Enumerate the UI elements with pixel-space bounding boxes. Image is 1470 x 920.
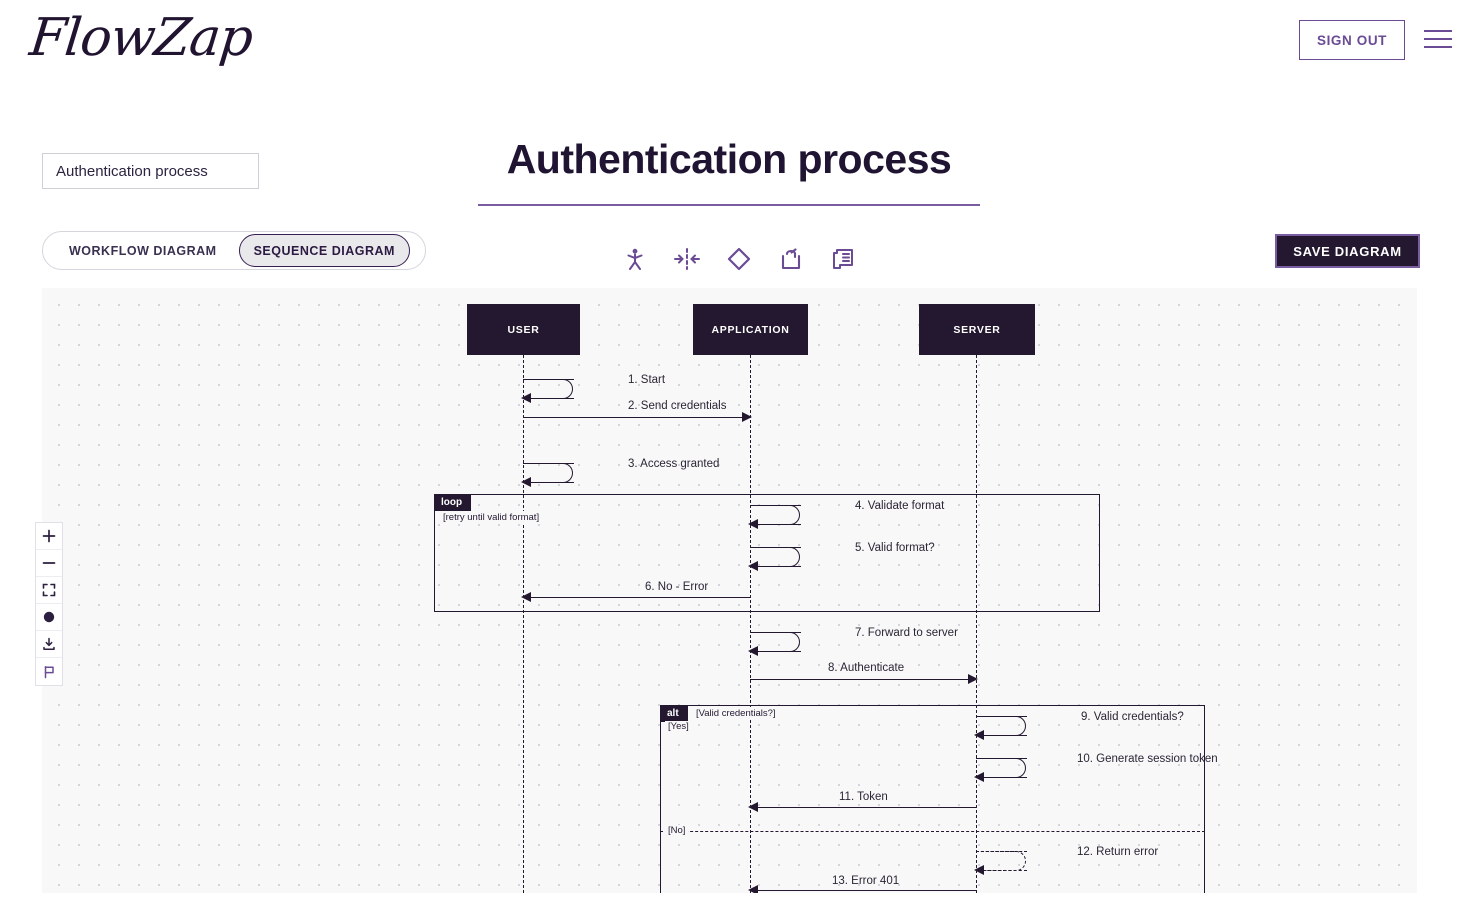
message-9-return [982,735,1027,736]
diagram-type-toggle[interactable]: WORKFLOW DIAGRAM SEQUENCE DIAGRAM [42,231,426,270]
fragment-loop[interactable]: loop [434,494,1100,612]
fragment-alt-condition: [Valid credentials?] [692,707,780,720]
participant-label-application: APPLICATION [711,323,790,336]
export-icon[interactable] [776,244,806,274]
message-10-return [982,777,1027,778]
message-3-arrowhead [521,477,531,487]
message-8-arrowhead [968,674,978,684]
hamburger-menu-icon[interactable] [1424,26,1452,52]
zoom-in-button[interactable] [36,523,62,550]
message-11-arrowhead [748,802,758,812]
fragment-alt-guard-yes: [Yes] [665,721,692,732]
message-2-line [523,417,746,418]
message-7-arrowhead [748,646,758,656]
message-13-line [756,890,976,891]
message-11-label: 11. Token [839,791,888,803]
collapse-horizontal-icon[interactable] [672,244,702,274]
hamburger-bar [1424,29,1452,32]
message-9-arrowhead [974,730,984,740]
dot-button[interactable] [36,604,62,631]
participant-box-user[interactable]: USER [467,304,580,355]
message-2-arrowhead [742,412,752,422]
participant-label-server: SERVER [953,323,1001,336]
app-logo: FlowZap [26,8,256,68]
message-7-return [756,651,801,652]
download-button[interactable] [36,631,62,658]
flag-button[interactable] [36,658,62,685]
app-header: FlowZap SIGN OUT [0,0,1470,95]
hamburger-bar [1424,37,1452,41]
message-10-arrowhead [974,772,984,782]
message-1-arrowhead [521,393,531,403]
message-5-return [756,566,801,567]
lifeline-user [523,355,524,893]
fragment-alt-guard-no: [No] [665,825,689,836]
message-4-arrowhead [748,519,758,529]
participant-label-user: USER [507,323,540,336]
message-2-label: 2. Send credentials [628,400,727,412]
lifeline-server [976,355,977,893]
fragment-alt[interactable]: alt [660,705,1205,893]
message-8-line [750,679,972,680]
zoom-out-button[interactable] [36,550,62,577]
message-5-arrowhead [748,561,758,571]
message-4-return [756,524,801,525]
message-12-arrowhead [974,865,984,875]
fragment-alt-divider [660,831,1205,832]
message-6-arrowhead [521,592,531,602]
lifeline-application [750,355,751,893]
message-11-line [756,807,976,808]
message-8-label: 8. Authenticate [828,662,905,674]
message-1-label: 1. Start [628,374,666,386]
save-diagram-button[interactable]: SAVE DIAGRAM [1275,234,1420,268]
diagram-name-input[interactable] [42,153,259,189]
fragment-loop-condition: [retry until valid format] [439,511,544,524]
title-underline [478,204,980,207]
message-12-label: 12. Return error [1077,846,1159,858]
diagram-canvas[interactable]: USER APPLICATION SERVER loop [retry unti… [42,288,1417,893]
hamburger-bar [1424,46,1452,49]
diagram-toolbar [620,240,860,278]
message-6-label: 6. No - Error [645,581,709,593]
fit-screen-button[interactable] [36,577,62,604]
tab-workflow-diagram[interactable]: WORKFLOW DIAGRAM [69,243,217,258]
fragment-alt-tag: alt [661,706,688,722]
canvas-zoom-panel [35,522,63,686]
page-title: Authentication process [506,136,952,182]
message-13-label: 13. Error 401 [832,875,900,887]
message-13-arrowhead [748,885,758,893]
sign-out-label: SIGN OUT [1316,32,1388,48]
participant-box-application[interactable]: APPLICATION [693,304,808,355]
message-7-label: 7. Forward to server [855,627,958,639]
sign-out-button[interactable]: SIGN OUT [1299,20,1405,60]
fragment-loop-tag: loop [435,495,472,511]
participant-box-server[interactable]: SERVER [919,304,1035,355]
message-10-label: 10. Generate session token [1077,753,1218,765]
message-5-label: 5. Valid format? [855,542,935,554]
message-6-line [529,597,750,598]
message-3-label: 3. Access granted [628,458,720,470]
tab-sequence-diagram[interactable]: SEQUENCE DIAGRAM [238,234,410,267]
message-3-return [529,482,574,483]
message-4-label: 4. Validate format [855,500,945,512]
actor-icon[interactable] [620,244,650,274]
diamond-icon[interactable] [724,244,754,274]
message-12-return [982,870,1027,871]
message-9-label: 9. Valid credentials? [1081,711,1184,723]
save-diagram-label: SAVE DIAGRAM [1293,243,1402,259]
message-1-return [529,398,574,399]
note-scroll-icon[interactable] [828,244,858,274]
